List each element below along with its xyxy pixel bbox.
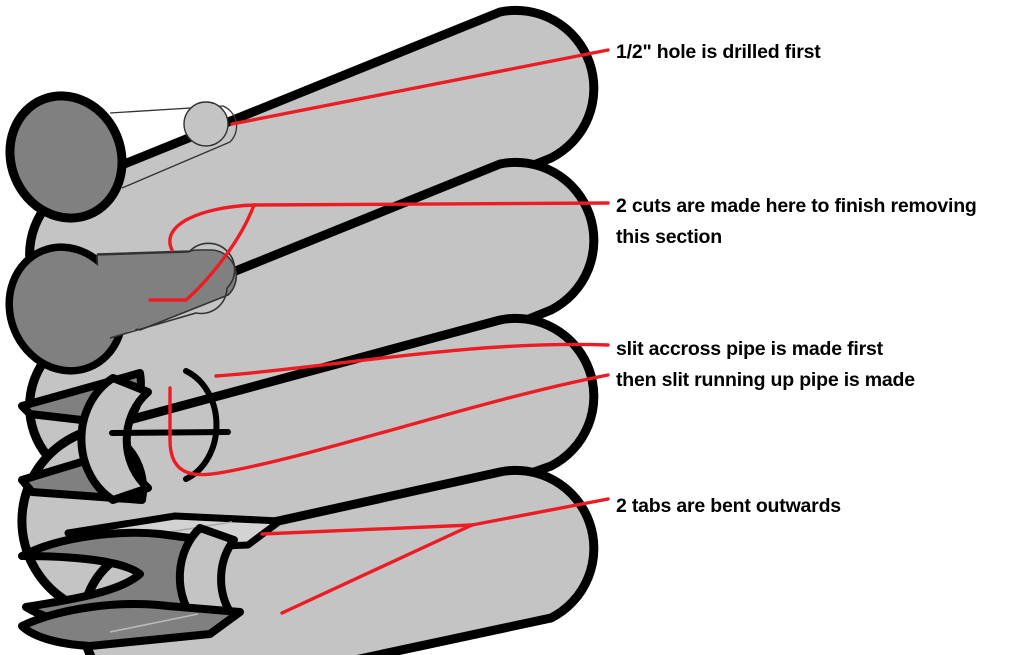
leader-line-step-1 (230, 48, 610, 126)
callout-step-2-line-1: 2 cuts are made here to finish removing (616, 195, 977, 217)
pipe-1-end-face (5, 91, 127, 223)
leader-line-step-4-main (470, 497, 610, 527)
leader-line-step-4-branch-upper (260, 523, 474, 536)
callout-step-4-label: 2 tabs are bent outwards (616, 495, 841, 517)
callout-step-1-label: 1/2" hole is drilled first (616, 41, 821, 63)
pipe-1-construction-line-bottom (121, 141, 231, 189)
pipe-1-drilled-hole (183, 101, 229, 147)
pipe-3-mouth (77, 374, 152, 504)
callout-step-3-line-1: slit accross pipe is made first (616, 338, 884, 360)
leader-line-step-3-across (214, 342, 610, 378)
pipe-3-slit-across (183, 368, 220, 482)
callout-step-2-line-2: this section (616, 226, 722, 248)
pipe-4-tab-lower-fold (109, 613, 199, 633)
pipe-2-cut-edge-top (96, 242, 236, 289)
pipe-2-cut-edge-bottom (109, 287, 228, 339)
leader-line-step-2-branch-top (168, 203, 256, 252)
leader-line-step-4-branch-lower (280, 523, 474, 615)
leader-line-step-2-branch-bottom (148, 203, 256, 302)
callout-step-3-line-2: then slit running up pipe is made (616, 369, 915, 391)
leader-line-step-3-lengthwise (168, 373, 610, 477)
pipe-4-tab-lower (18, 600, 244, 650)
pipe-step-4 (18, 465, 599, 655)
pipe-2-end-face-overlay (12, 250, 120, 368)
leader-line-step-2-main (252, 201, 610, 207)
